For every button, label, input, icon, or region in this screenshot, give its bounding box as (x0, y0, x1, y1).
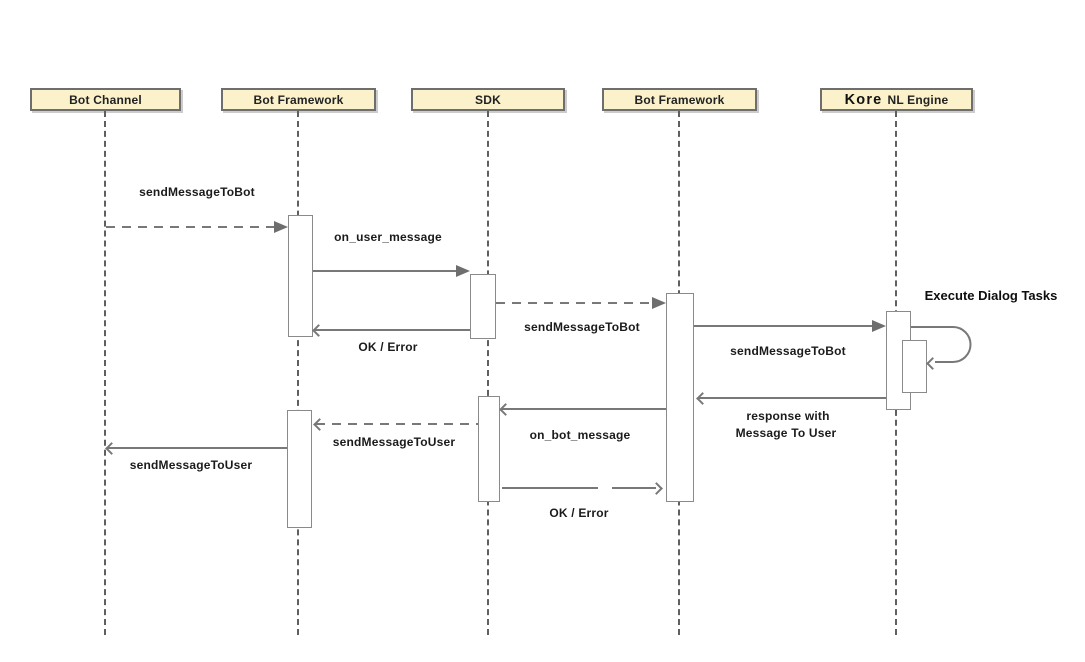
arrowhead-icon (650, 482, 663, 495)
kore-logo: Kore (844, 91, 883, 108)
self-loop-label: Execute Dialog Tasks (924, 288, 1058, 303)
actor-bot-framework-2: Bot Framework (602, 88, 757, 111)
message-arrow-send-to-bot-1 (106, 226, 274, 228)
message-label: OK / Error (358, 340, 418, 354)
arrowhead-icon (696, 392, 709, 405)
arrowhead-icon (105, 442, 118, 455)
message-arrow-on-bot-message (502, 408, 666, 410)
activation-bot-framework-1b (287, 410, 312, 528)
message-label: sendMessageToBot (730, 344, 846, 358)
arrowhead-icon (274, 221, 288, 233)
actor-label: NL Engine (887, 92, 949, 107)
message-label: sendMessageToBot (524, 320, 640, 334)
message-arrow-send-to-bot-2 (496, 302, 652, 304)
actor-label: Bot Channel (69, 92, 142, 107)
message-arrow-ok-error-2-seg1 (502, 487, 598, 489)
arrowhead-icon (652, 297, 666, 309)
message-label: OK / Error (549, 506, 609, 520)
actor-label: Bot Framework (253, 92, 344, 107)
message-label: on_user_message (334, 230, 442, 244)
arrowhead-icon (312, 324, 325, 337)
activation-bot-framework-1a (288, 215, 313, 337)
message-label: on_bot_message (529, 428, 631, 442)
message-arrow-send-to-user-2 (108, 447, 287, 449)
message-arrow-on-user-message (313, 270, 456, 272)
self-loop-arrow (911, 326, 972, 363)
arrowhead-icon (456, 265, 470, 277)
activation-bot-framework-2 (666, 293, 694, 502)
arrowhead-icon (313, 418, 326, 431)
message-label: sendMessageToUser (332, 435, 456, 449)
activation-kore-nested (902, 340, 927, 393)
message-arrow-send-to-user-1 (316, 423, 478, 425)
actor-sdk: SDK (411, 88, 565, 111)
actor-label: SDK (475, 92, 501, 107)
arrowhead-icon (499, 403, 512, 416)
actor-kore-nl-engine: Kore NL Engine (820, 88, 973, 111)
message-arrow-ok-error-2-seg2 (612, 487, 656, 489)
message-label: sendMessageToBot (139, 185, 255, 199)
message-arrow-response (699, 397, 886, 399)
actor-bot-framework-1: Bot Framework (221, 88, 376, 111)
arrowhead-icon (872, 320, 886, 332)
message-label: sendMessageToUser (129, 458, 253, 472)
lifeline-sdk (487, 111, 489, 635)
lifeline-bot-channel (104, 111, 106, 635)
message-arrow-send-to-bot-3 (694, 325, 872, 327)
message-label-line2: Message To User (735, 426, 837, 440)
message-label-line1: response with (746, 409, 830, 423)
actor-bot-channel: Bot Channel (30, 88, 181, 111)
activation-sdk-b (478, 396, 500, 502)
message-arrow-ok-error-1 (315, 329, 470, 331)
lifeline-bot-framework-1 (297, 111, 299, 635)
actor-label: Bot Framework (634, 92, 725, 107)
activation-sdk-a (470, 274, 496, 339)
